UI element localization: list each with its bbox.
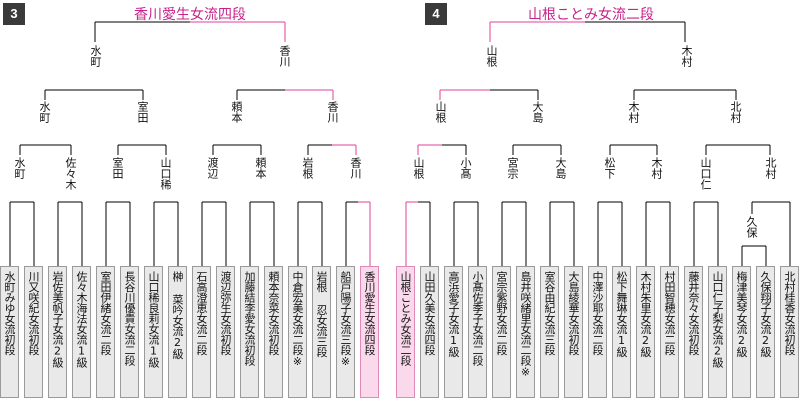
player-box: 高浜愛子女流1級 <box>444 266 463 398</box>
round3-name: 木村 <box>680 45 693 67</box>
round1-name: 岩根 <box>301 157 314 179</box>
player-box: 木村朱里女流2級 <box>636 266 655 398</box>
round3-name: 水町 <box>89 45 102 67</box>
player-box: 島井咲緒里女流二段※ <box>516 266 535 398</box>
round1-name: 大島 <box>554 157 567 179</box>
round2-name: 木村 <box>627 101 640 123</box>
round1-name: 水町 <box>13 157 26 179</box>
round1-name: 渡辺 <box>206 157 219 179</box>
round2-name: 香川 <box>326 101 339 123</box>
player-box: 中澤沙耶女流二段 <box>588 266 607 398</box>
player-box: 山口仁子梨女流2級 <box>708 266 727 398</box>
round2-name: 頼本 <box>230 101 243 123</box>
round2-name: 山根 <box>434 101 447 123</box>
round3-name: 香川 <box>278 45 291 67</box>
round0-name: 久保 <box>745 216 758 238</box>
round1-name: 香川 <box>349 157 362 179</box>
round2-name: 水町 <box>38 101 51 123</box>
player-box: 渡辺弥生女流初段 <box>216 266 235 398</box>
round1-name: 木村 <box>650 157 663 179</box>
player-box: 岩佐美帆子女流2級 <box>48 266 67 398</box>
player-box: 川又咲紀女流初段 <box>24 266 43 398</box>
player-box: 石高澄恵女流二段 <box>192 266 211 398</box>
round1-name: 松下 <box>603 157 616 179</box>
player-box: 藤井奈々女流初段 <box>684 266 703 398</box>
round1-name: 小髙 <box>459 157 472 179</box>
bracket-winner-title: 山根ことみ女流二段 <box>528 7 654 23</box>
player-box-winner: 香川愛生女流四段 <box>360 266 379 398</box>
bracket-winner-title: 香川愛生女流四段 <box>134 7 246 23</box>
player-box: 山田久美女流四段 <box>420 266 439 398</box>
player-box: 大島綾華女流初段 <box>564 266 583 398</box>
bracket-number-badge: 4 <box>425 3 447 25</box>
bracket-number-badge: 3 <box>3 3 25 25</box>
player-box: 佐々木海法女流1級 <box>72 266 91 398</box>
player-box: 榊 菜吟女流2級 <box>168 266 187 398</box>
player-box: 長谷川優貴女流二段 <box>120 266 139 398</box>
player-box: 水町みゆ女流初段 <box>0 266 19 398</box>
player-box: 室谷由紀女流三段 <box>540 266 559 398</box>
player-box: 宮宗紫野女流二段 <box>492 266 511 398</box>
player-box: 北村桂香女流初段 <box>780 266 799 398</box>
round2-name: 北村 <box>729 101 742 123</box>
round1-name: 佐々木 <box>64 157 77 190</box>
player-box: 久保翔子女流2級 <box>756 266 775 398</box>
round1-name: 室田 <box>111 157 124 179</box>
round2-name: 室田 <box>136 101 149 123</box>
round1-name: 頼本 <box>254 157 267 179</box>
player-box: 岩根 忍女流三段 <box>312 266 331 398</box>
player-box: 梅津美琴女流2級 <box>732 266 751 398</box>
round3-name: 山根 <box>485 45 498 67</box>
player-box: 室田伊緒女流二段 <box>96 266 115 398</box>
player-box-winner: 山根ことみ女流二段 <box>396 266 415 398</box>
round1-name: 山根 <box>412 157 425 179</box>
player-box: 山口稀良莉女流1級 <box>144 266 163 398</box>
player-box: 村田智穂女流二段 <box>660 266 679 398</box>
player-box: 松下舞琳女流1級 <box>612 266 631 398</box>
round1-name: 山口稀 <box>159 157 172 190</box>
player-box: 加藤結李愛女流初段 <box>240 266 259 398</box>
player-box: 小髙佐季子女流二段 <box>468 266 487 398</box>
round2-name: 大島 <box>531 101 544 123</box>
round1-name: 山口仁 <box>699 157 712 190</box>
player-box: 中倉宏美女流二段※ <box>288 266 307 398</box>
round1-name: 北村 <box>764 157 777 179</box>
player-box: 頼本奈菜女流初段 <box>264 266 283 398</box>
player-box: 船戸陽子女流三段※ <box>336 266 355 398</box>
round1-name: 宮宗 <box>506 157 519 179</box>
